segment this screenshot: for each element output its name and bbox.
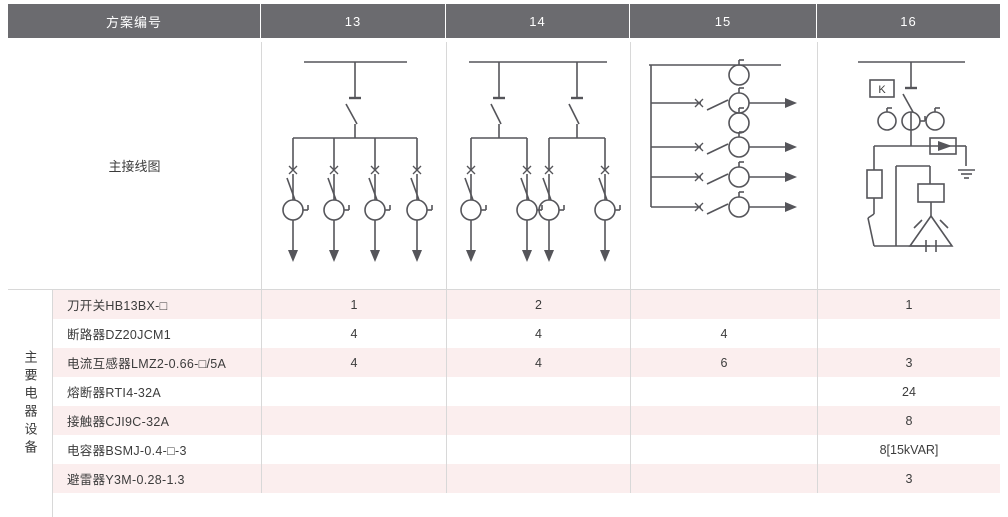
equipment-qty-15: 4 bbox=[630, 319, 817, 348]
equipment-name: 电流互感器LMZ2-0.66-□/5A bbox=[67, 357, 227, 371]
equipment-qty-15 bbox=[630, 290, 817, 319]
schematic-13 bbox=[261, 42, 446, 289]
equipment-qty-14 bbox=[446, 435, 630, 464]
equipment-qty-14 bbox=[446, 464, 630, 493]
k-label: K bbox=[878, 84, 886, 96]
table-row: 电容器BSMJ-0.4-□-3 8[15kVAR] bbox=[53, 435, 1000, 464]
equipment-name: 接触器CJI9C-32A bbox=[67, 415, 170, 429]
equipment-qty-13 bbox=[261, 406, 446, 435]
equipment-qty-15 bbox=[630, 435, 817, 464]
header-cell-13: 13 bbox=[261, 4, 446, 38]
schematic-15 bbox=[630, 42, 817, 289]
table-row: 避雷器Y3M-0.28-1.3 3 bbox=[53, 464, 1000, 493]
table-row: 熔断器RTI4-32A 24 bbox=[53, 377, 1000, 406]
equipment-name: 熔断器RTI4-32A bbox=[67, 386, 162, 400]
equipment-qty-15: 6 bbox=[630, 348, 817, 377]
equipment-qty-14 bbox=[446, 377, 630, 406]
side-label-text: 主要电器设备 bbox=[22, 349, 38, 458]
equipment-qty-14: 4 bbox=[446, 319, 630, 348]
equipment-name: 避雷器Y3M-0.28-1.3 bbox=[67, 473, 185, 487]
equipment-name: 电容器BSMJ-0.4-□-3 bbox=[67, 444, 187, 458]
equipment-qty-15 bbox=[630, 406, 817, 435]
equipment-qty-16: 8[15kVAR] bbox=[817, 435, 1000, 464]
diagram-row-label: 主接线图 bbox=[108, 159, 161, 174]
equipment-qty-16: 3 bbox=[817, 464, 1000, 493]
equipment-name: 断路器DZ20JCM1 bbox=[67, 328, 172, 342]
equipment-qty-13: 4 bbox=[261, 319, 446, 348]
side-label: 主要电器设备 bbox=[8, 290, 53, 517]
header-cell-14: 14 bbox=[446, 4, 630, 38]
equipment-qty-13 bbox=[261, 464, 446, 493]
diagram-row: 主接线图 bbox=[8, 42, 1000, 290]
equipment-qty-13: 1 bbox=[261, 290, 446, 319]
equipment-qty-13: 4 bbox=[261, 348, 446, 377]
schematic-14 bbox=[446, 42, 630, 289]
header-cell-16: 16 bbox=[817, 4, 1000, 38]
equipment-qty-14: 2 bbox=[446, 290, 630, 319]
equipment-qty-13 bbox=[261, 377, 446, 406]
header-cell-label: 方案编号 bbox=[8, 4, 261, 38]
equipment-qty-16: 3 bbox=[817, 348, 1000, 377]
equipment-qty-15 bbox=[630, 377, 817, 406]
equipment-qty-14 bbox=[446, 406, 630, 435]
equipment-qty-16: 24 bbox=[817, 377, 1000, 406]
table-header-row: 方案编号 13 14 15 16 bbox=[8, 4, 1000, 38]
table-row: 接触器CJI9C-32A 8 bbox=[53, 406, 1000, 435]
equipment-qty-16 bbox=[817, 319, 1000, 348]
equipment-qty-16: 8 bbox=[817, 406, 1000, 435]
equipment-qty-16: 1 bbox=[817, 290, 1000, 319]
header-cell-15: 15 bbox=[630, 4, 817, 38]
equipment-name: 刀开关HB13BX-□ bbox=[67, 299, 168, 313]
equipment-qty-13 bbox=[261, 435, 446, 464]
schematic-16: K bbox=[817, 42, 1000, 289]
equipment-qty-14: 4 bbox=[446, 348, 630, 377]
equipment-qty-15 bbox=[630, 464, 817, 493]
